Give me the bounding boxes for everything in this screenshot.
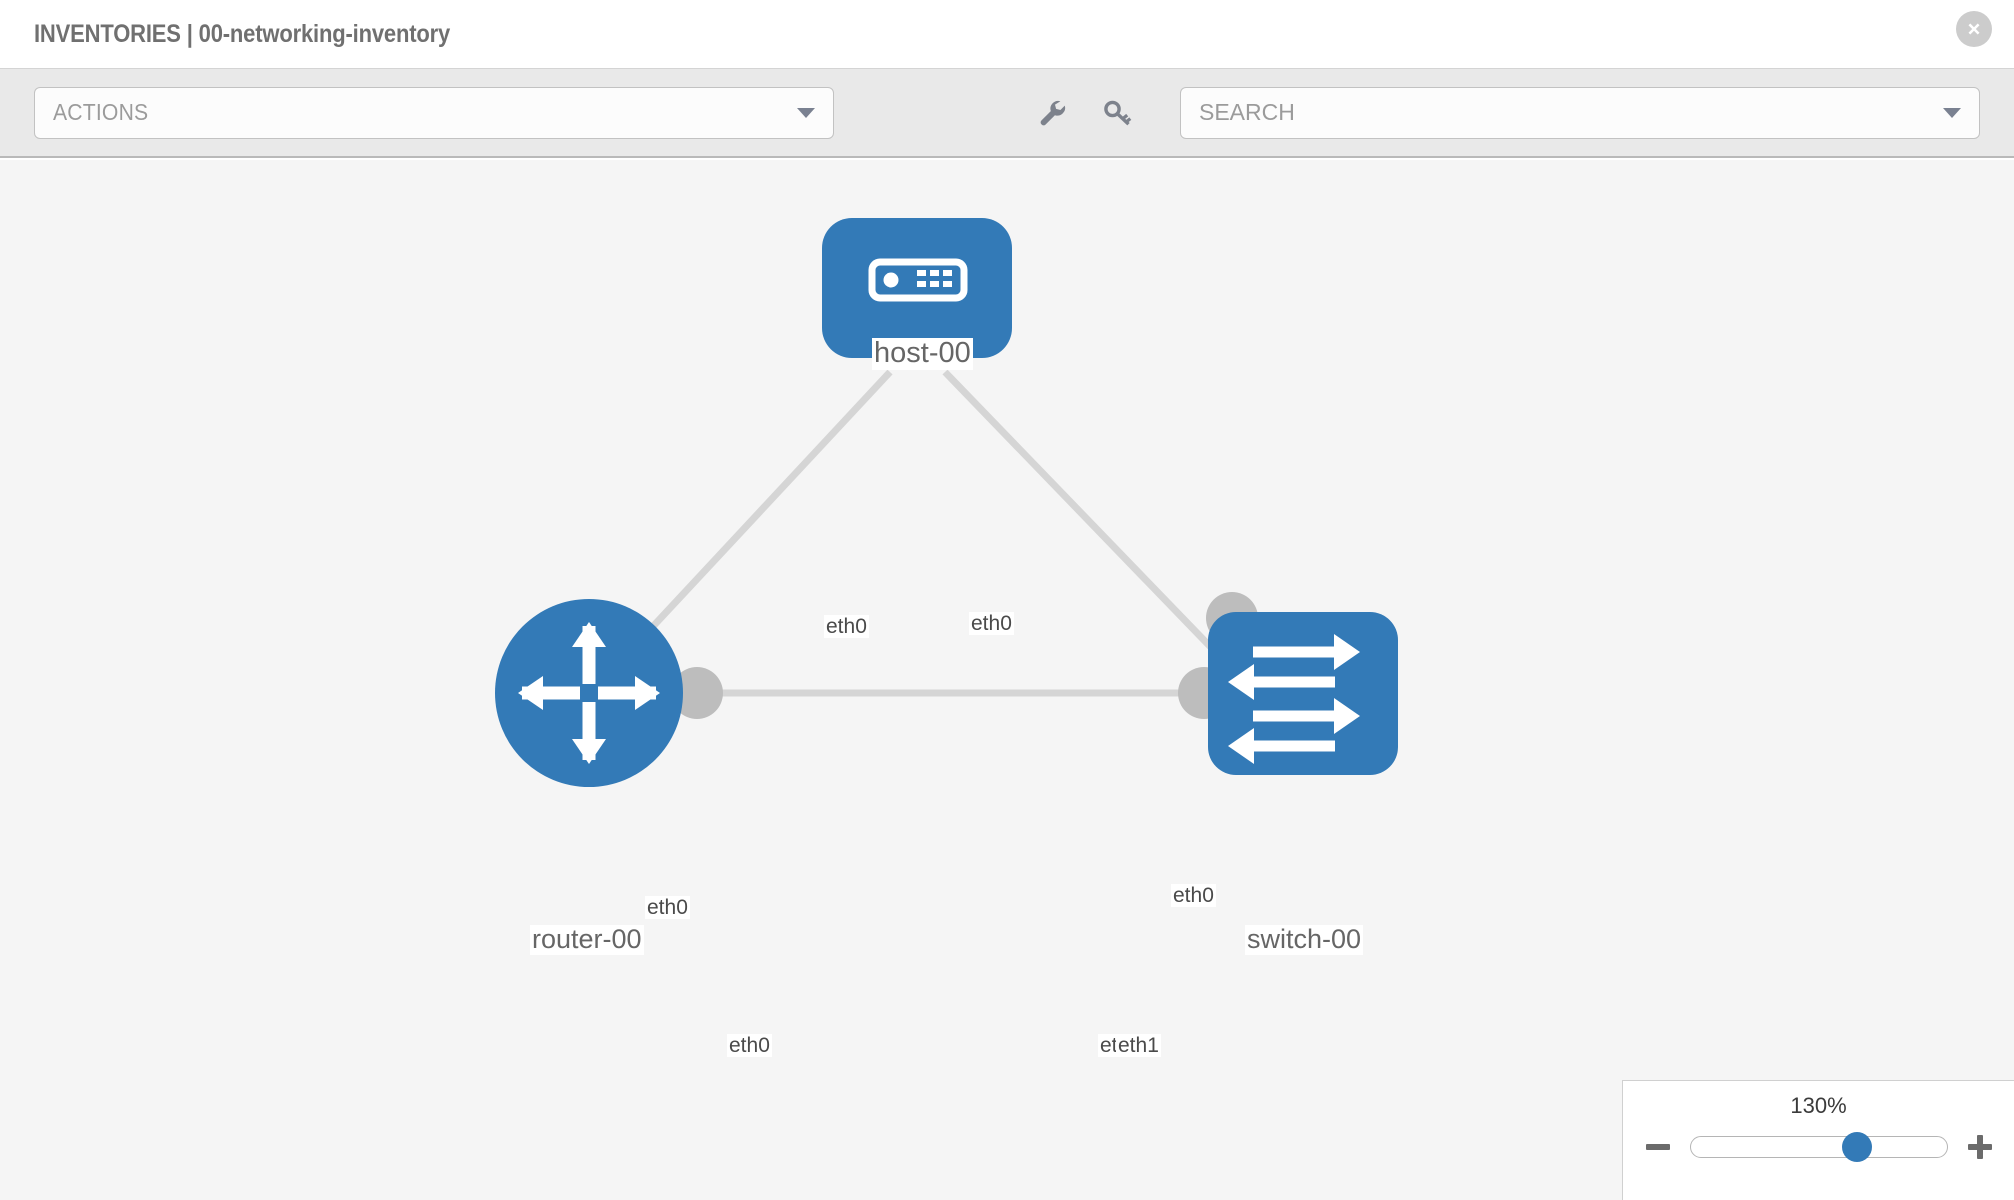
zoom-slider-track[interactable] [1689,1132,1948,1162]
key-icon[interactable] [1101,96,1135,130]
actions-dropdown[interactable]: ACTIONS [34,86,834,139]
link-router-host[interactable] [614,369,893,668]
iface-label-switch-uplink: eth0 [1171,884,1216,908]
page-title: INVENTORIES | 00-networking-inventory [34,19,451,48]
iface-label-host-left: eth0 [824,615,869,639]
topology-graph [495,218,1398,787]
zoom-in-button[interactable] [1966,1133,1994,1161]
iface-label-host-right: eth0 [969,612,1014,636]
close-icon [1968,23,1980,35]
wrench-icon[interactable] [1035,96,1069,130]
toolbar-icon-group [1035,96,1135,130]
node-router-00[interactable] [495,599,683,787]
node-switch-00[interactable] [1208,612,1398,775]
node-label-router-00: router-00 [530,924,644,955]
topology-canvas[interactable]: host-00 router-00 switch-00 eth0 eth0 et… [0,160,2014,1200]
zoom-out-button[interactable] [1644,1133,1672,1161]
iface-label-switch-eth1: eth1 [1116,1034,1161,1058]
node-label-host-00: host-00 [872,337,973,370]
actions-dropdown-label: ACTIONS [53,99,149,125]
zoom-slider-row [1623,1132,2014,1162]
search-input[interactable] [1199,99,1899,126]
link-host-switch[interactable] [942,369,1231,668]
iface-label-router-eth0: eth0 [727,1034,772,1058]
search-chevron-down-icon[interactable] [1943,107,1961,118]
iface-label-router-uplink: eth0 [645,896,690,920]
zoom-slider-handle[interactable] [1841,1132,1872,1162]
page-header: INVENTORIES | 00-networking-inventory [0,0,2014,68]
node-host-00[interactable] [822,218,1012,358]
node-label-switch-00: switch-00 [1245,924,1364,955]
zoom-control-panel: 130% [1622,1080,2014,1200]
zoom-percent-label: 130% [1790,1093,1847,1118]
port-router-eth0[interactable] [671,667,723,719]
search-box[interactable] [1180,86,1980,139]
toolbar: ACTIONS [0,68,2014,158]
chevron-down-icon [797,107,815,118]
close-button[interactable] [1956,11,1992,47]
